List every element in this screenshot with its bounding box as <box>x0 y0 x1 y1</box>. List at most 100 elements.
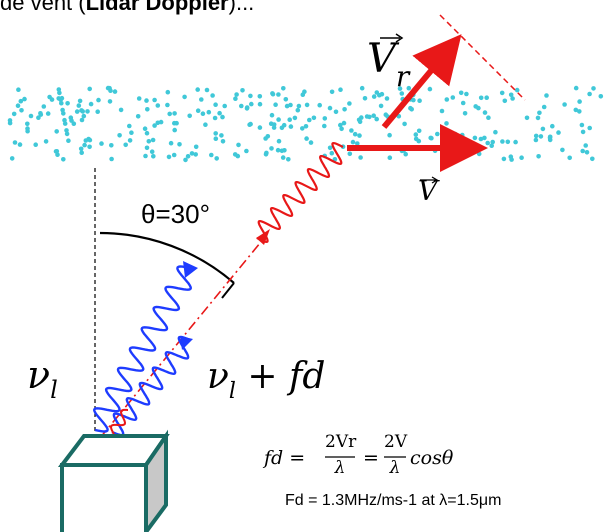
particle-dot <box>62 121 68 126</box>
particle-dot <box>406 85 412 91</box>
particle-dot <box>87 86 92 92</box>
particle-dot <box>508 154 514 159</box>
particle-dot <box>292 115 298 121</box>
particle-dot <box>171 152 177 158</box>
particle-dot <box>135 114 141 119</box>
particle-dot <box>155 103 161 108</box>
particle-dot <box>450 95 456 100</box>
particle-dot <box>200 111 206 116</box>
particle-dot <box>482 135 487 141</box>
particle-dot <box>502 98 508 104</box>
particle-dot <box>18 98 24 104</box>
particle-dot <box>460 100 466 106</box>
particle-dot <box>25 121 30 127</box>
particle-dot <box>435 131 440 137</box>
particle-dot <box>583 143 588 148</box>
formula-tail: cosθ <box>410 447 454 469</box>
particle-dot <box>69 118 74 123</box>
particle-dot <box>209 152 214 158</box>
emitted-wave-arrowhead-1 <box>183 261 198 278</box>
particle-dot <box>61 111 66 116</box>
particle-dot <box>280 155 286 160</box>
particle-dot <box>155 120 161 126</box>
particle-dot <box>214 156 219 161</box>
particle-dot <box>598 94 604 99</box>
particle-dot <box>45 111 51 116</box>
particle-dot <box>269 146 274 151</box>
particle-dot <box>195 87 200 92</box>
particle-dot <box>189 151 195 156</box>
particle-dot <box>357 119 363 125</box>
particle-dot <box>472 135 478 141</box>
emitted-wave-arrowhead-2 <box>180 336 193 350</box>
particle-dot <box>350 139 356 145</box>
particle-dot <box>476 105 481 111</box>
particle-dot <box>533 137 539 143</box>
particle-dot <box>146 139 152 144</box>
particle-dot <box>95 109 100 114</box>
particle-dot <box>54 129 59 134</box>
particle-dot <box>304 136 309 141</box>
particle-dot <box>127 123 132 129</box>
particle-dot <box>12 140 18 145</box>
particle-dot <box>217 110 222 116</box>
particle-dot <box>355 141 360 146</box>
particle-dot <box>129 130 134 135</box>
formula-num2: 2V <box>384 432 408 452</box>
particle-dot <box>244 105 250 110</box>
particle-dot <box>482 110 488 115</box>
particle-dot <box>591 86 596 91</box>
particle-dot <box>550 123 555 129</box>
particle-dot <box>308 140 314 145</box>
particle-dot <box>513 139 518 145</box>
particle-dot <box>538 134 544 139</box>
particle-dot <box>7 118 13 123</box>
particle-dot <box>349 128 354 133</box>
particle-dot <box>427 86 433 92</box>
particle-dot <box>413 132 419 137</box>
particle-dot <box>36 115 41 120</box>
particle-dot <box>416 128 422 134</box>
particle-dot <box>322 123 327 129</box>
particle-dot <box>172 120 177 126</box>
particle-dot <box>41 104 47 109</box>
particle-dot <box>249 101 254 107</box>
particle-dot <box>183 157 188 163</box>
particle-dot <box>284 103 290 109</box>
particle-dot <box>77 98 83 104</box>
particle-dot <box>269 112 275 118</box>
particle-dot <box>16 87 21 92</box>
particle-dot <box>295 107 301 113</box>
particle-dot <box>219 133 224 138</box>
formula-den2: λ <box>389 458 401 478</box>
particle-dot <box>362 96 368 101</box>
particle-dot <box>439 108 445 114</box>
particle-dot <box>547 137 553 143</box>
particle-dot <box>282 148 287 153</box>
particle-dot <box>166 154 172 160</box>
projection-dashed-line <box>439 14 526 101</box>
particle-dot <box>199 97 204 102</box>
particle-dot <box>327 145 333 151</box>
lidar-box-icon <box>57 429 170 532</box>
particle-dot <box>185 154 191 159</box>
particle-dot <box>82 142 87 148</box>
particle-dot <box>544 93 549 98</box>
top-caption: de vent (Lidar Doppler)... <box>0 0 254 16</box>
particle-dot <box>276 92 281 97</box>
particle-dot <box>57 90 62 96</box>
particle-dot <box>64 131 70 137</box>
doppler-sensitivity-note: Fd = 1.3MHz/ms-1 at λ=1.5μm <box>285 492 502 509</box>
particle-dot <box>61 157 66 162</box>
particle-dot <box>286 157 291 162</box>
particle-dot <box>333 109 339 115</box>
nu-right-main: ν <box>207 356 229 397</box>
particle-dot <box>338 122 343 128</box>
particle-dot <box>311 115 317 121</box>
particle-dot <box>273 102 278 107</box>
radial-velocity-arrow <box>381 34 462 129</box>
particle-dot <box>514 87 520 93</box>
particle-dot <box>78 146 84 152</box>
particle-dot <box>493 129 498 135</box>
particle-dot <box>118 107 124 113</box>
